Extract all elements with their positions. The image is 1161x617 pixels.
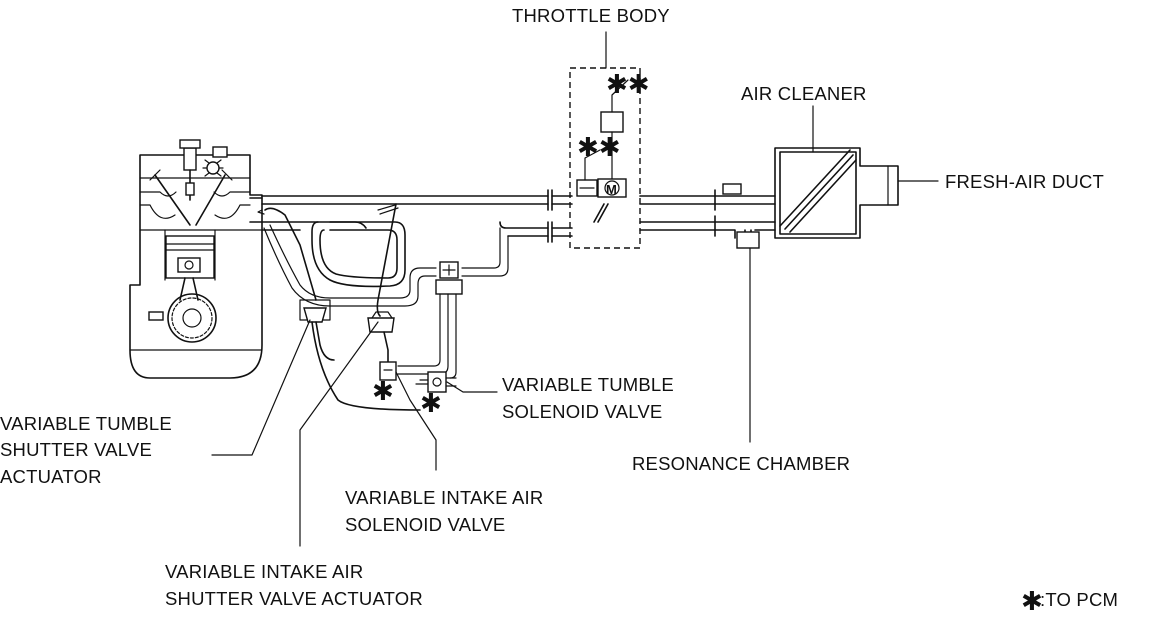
- pcm-marker-throttle-mid: ✱✱: [577, 133, 621, 163]
- motor-symbol: M: [606, 182, 617, 197]
- variable-intake-air-solenoid-valve: [379, 361, 397, 381]
- label-variable-tumble-shutter-2: SHUTTER VALVE: [0, 439, 152, 460]
- label-variable-intake-shutter-1: VARIABLE INTAKE AIR: [165, 561, 363, 582]
- variable-intake-air-shutter-valve-actuator: [367, 203, 399, 367]
- variable-tumble-solenoid-valve: [415, 371, 457, 393]
- leader-lines: [211, 31, 939, 547]
- legend: ✱ :TO PCM: [1021, 587, 1118, 617]
- label-variable-intake-shutter-2: SHUTTER VALVE ACTUATOR: [165, 588, 423, 609]
- intake-duct: [261, 183, 776, 379]
- air-cleaner: [774, 147, 899, 239]
- label-variable-tumble-shutter-1: VARIABLE TUMBLE: [0, 413, 172, 434]
- label-fresh-air-duct: FRESH-AIR DUCT: [945, 171, 1104, 192]
- label-variable-tumble-shutter-3: ACTUATOR: [0, 466, 102, 487]
- label-variable-intake-solenoid-1: VARIABLE INTAKE AIR: [345, 487, 543, 508]
- throttle-body: [569, 67, 641, 249]
- engine: [129, 139, 263, 379]
- pcm-marker-throttle-top: ✱✱: [606, 70, 650, 100]
- label-variable-tumble-solenoid-valve-2: SOLENOID VALVE: [502, 401, 662, 422]
- label-throttle-body: THROTTLE BODY: [512, 5, 670, 26]
- pcm-marker-intake-solenoid: ✱: [372, 377, 394, 407]
- variable-tumble-shutter-valve-actuator: [257, 207, 421, 411]
- pcm-marker-tumble-solenoid: ✱: [420, 389, 442, 419]
- label-resonance-chamber: RESONANCE CHAMBER: [632, 453, 850, 474]
- label-variable-intake-solenoid-2: SOLENOID VALVE: [345, 514, 505, 535]
- label-variable-tumble-solenoid-valve-1: VARIABLE TUMBLE: [502, 374, 674, 395]
- legend-text: :TO PCM: [1040, 589, 1118, 610]
- legend-symbol: ✱: [1021, 587, 1043, 617]
- label-air-cleaner: AIR CLEANER: [741, 83, 867, 104]
